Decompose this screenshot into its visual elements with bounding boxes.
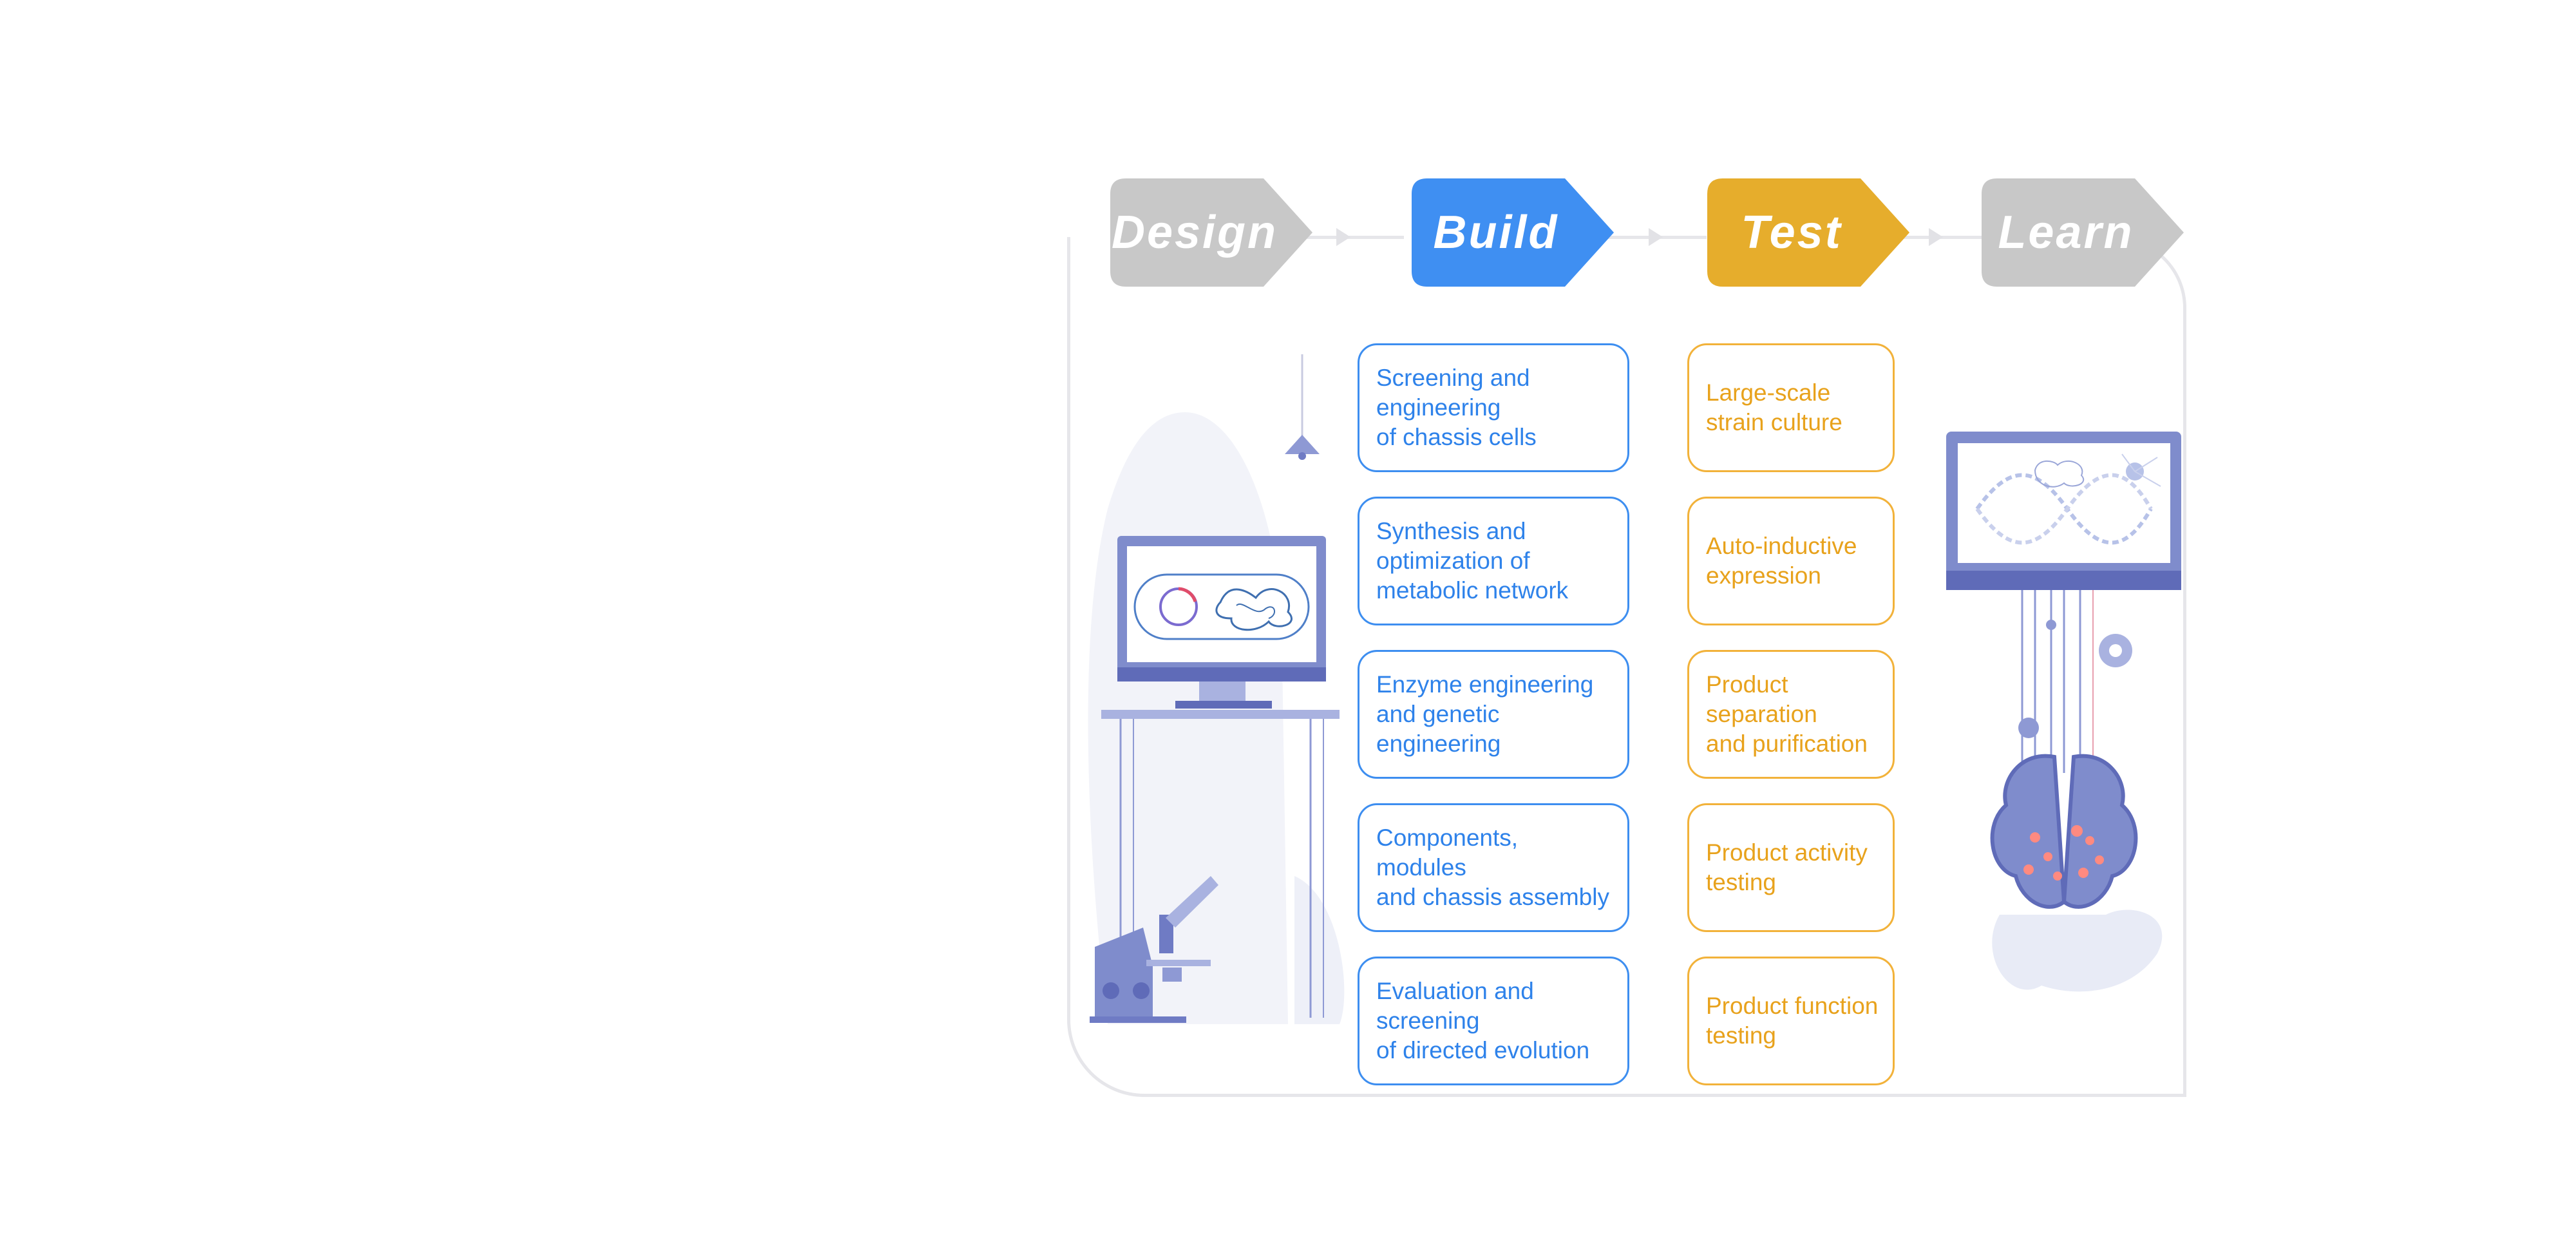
stage-test: Test <box>1705 177 1911 288</box>
stage-design-shape <box>1110 178 1312 287</box>
chromosome-inner <box>1236 604 1275 619</box>
test-item-strain-culture: Large-scale strain culture <box>1687 343 1895 472</box>
arrow-design-build-icon <box>1336 228 1350 246</box>
gear-small-icon <box>2018 718 2039 738</box>
connector-test-learn <box>1900 236 1990 239</box>
cycle-frame-left <box>1067 237 2186 1097</box>
brain-left-hemisphere-icon <box>1990 754 2067 909</box>
stage-build-shape <box>1412 178 1614 287</box>
test-item-function: Product function testing <box>1687 957 1895 1085</box>
stage-design-fill <box>1110 178 1312 287</box>
gear-large-hole <box>2109 644 2122 657</box>
design-backdrop-right <box>1294 876 1345 1024</box>
test-item-activity: Product activity testing <box>1687 803 1895 932</box>
stage-build-fill <box>1412 178 1614 287</box>
desk-top <box>1101 710 1340 719</box>
build-item-chassis-cells: Screening and engineering of chassis cel… <box>1358 343 1629 472</box>
node-dot <box>2046 620 2056 630</box>
neuron-branch-3 <box>2121 453 2136 472</box>
microscope-objective <box>1162 967 1182 982</box>
brain-puddle <box>1992 910 2163 992</box>
microscope-knob-left <box>1103 982 1119 999</box>
build-item-chassis-assembly: Components, modules and chassis assembly <box>1358 803 1629 932</box>
build-item-metabolic-network: Synthesis and optimization of metabolic … <box>1358 497 1629 625</box>
stage-design: Design <box>1108 177 1314 288</box>
connector-design-build <box>1301 236 1404 239</box>
lamp-icon <box>1285 435 1320 454</box>
brain-nodes <box>2023 825 2104 881</box>
lamp-bulb <box>1298 452 1306 460</box>
test-item-separation: Product separation and purification <box>1687 650 1895 779</box>
test-item-auto-inductive: Auto-inductive expression <box>1687 497 1895 625</box>
stage-test-fill <box>1707 178 1909 287</box>
stage-learn-shape <box>1982 178 2184 287</box>
cable-bundle <box>2021 590 2081 773</box>
arrow-build-test-icon <box>1649 228 1663 246</box>
plasmid-segment-red <box>1178 587 1197 602</box>
microscope-eyepiece <box>1166 876 1218 928</box>
monitor-bezel <box>1117 667 1326 681</box>
monitor-screen <box>1127 546 1316 662</box>
stage-test-label: Test <box>1741 207 1842 258</box>
stage-design-label: Design <box>1111 207 1278 258</box>
build-item-directed-evolution: Evaluation and screening of directed evo… <box>1358 957 1629 1085</box>
stage-test-shape <box>1707 178 1909 287</box>
neuron-branch-2 <box>2134 471 2161 487</box>
arrow-test-learn-icon <box>1929 228 1943 246</box>
stage-build: Build <box>1409 177 1615 288</box>
build-item-enzyme-engineering: Enzyme engineering and genetic engineeri… <box>1358 650 1629 779</box>
monitor-neck <box>1199 681 1245 701</box>
microscope-arm <box>1159 915 1173 953</box>
cell-outline-icon <box>1133 573 1310 640</box>
stage-learn: Learn <box>1979 177 2185 288</box>
learn-illustration <box>1946 432 2181 992</box>
dna-strand-b-icon <box>1975 473 2153 545</box>
learn-cell-icon <box>2034 460 2084 488</box>
neuron-branch-1 <box>2134 457 2158 472</box>
stage-learn-label: Learn <box>1998 207 2134 258</box>
learn-monitor-bezel <box>1946 571 2181 590</box>
stage-build-label: Build <box>1433 207 1559 258</box>
stage-learn-fill <box>1982 178 2184 287</box>
chromosome-icon <box>1215 588 1293 631</box>
monitor-base <box>1175 701 1272 709</box>
microscope-stage <box>1146 960 1211 966</box>
microscope-knob-right <box>1133 982 1150 999</box>
design-illustration <box>1088 354 1345 1024</box>
microscope-base <box>1090 1016 1186 1023</box>
